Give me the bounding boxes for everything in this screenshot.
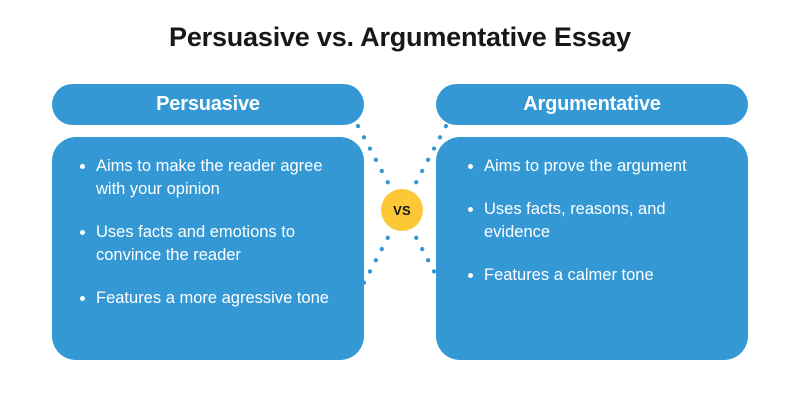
column-body-persuasive: Aims to make the reader agree with your … — [52, 137, 364, 360]
list-item: Uses facts, reasons, and evidence — [468, 198, 726, 244]
list-item-label: Uses facts and emotions to convince the … — [96, 223, 296, 264]
bullet-dot-icon — [468, 207, 473, 212]
column-header-argumentative: Argumentative — [436, 84, 748, 125]
column-body-argumentative: Aims to prove the argument Uses facts, r… — [436, 137, 748, 360]
ray-top-right — [407, 123, 449, 197]
list-item: Uses facts and emotions to convince the … — [80, 221, 342, 267]
page-title: Persuasive vs. Argumentative Essay — [169, 22, 631, 52]
ray-bottom-right — [407, 223, 449, 297]
list-item-label: Features a more agressive tone — [96, 289, 329, 307]
ray-bottom-left — [355, 223, 397, 297]
versus-zone: VS — [352, 120, 452, 300]
bullet-dot-icon — [468, 273, 473, 278]
versus-badge: VS — [381, 189, 423, 231]
bullet-list-argumentative: Aims to prove the argument Uses facts, r… — [468, 155, 726, 287]
list-item: Aims to prove the argument — [468, 155, 726, 178]
column-header-label: Persuasive — [156, 93, 260, 115]
bullet-dot-icon — [80, 164, 85, 169]
list-item-label: Aims to prove the argument — [484, 157, 687, 175]
list-item-label: Features a calmer tone — [484, 266, 654, 284]
dotted-rays-decoration — [355, 123, 449, 297]
bullet-dot-icon — [80, 296, 85, 301]
bullet-dot-icon — [468, 164, 473, 169]
column-header-persuasive: Persuasive — [52, 84, 364, 125]
list-item-label: Aims to make the reader agree with your … — [96, 157, 323, 198]
ray-top-left — [355, 123, 397, 197]
list-item: Features a more agressive tone — [80, 287, 342, 310]
bullet-list-persuasive: Aims to make the reader agree with your … — [80, 155, 342, 310]
list-item: Aims to make the reader agree with your … — [80, 155, 342, 201]
list-item: Features a calmer tone — [468, 264, 726, 287]
column-argumentative: Argumentative Aims to prove the argument… — [436, 84, 748, 360]
versus-badge-label: VS — [393, 202, 411, 218]
column-persuasive: Persuasive Aims to make the reader agree… — [52, 84, 364, 360]
bullet-dot-icon — [80, 230, 85, 235]
column-header-label: Argumentative — [523, 93, 661, 115]
list-item-label: Uses facts, reasons, and evidence — [484, 200, 666, 241]
